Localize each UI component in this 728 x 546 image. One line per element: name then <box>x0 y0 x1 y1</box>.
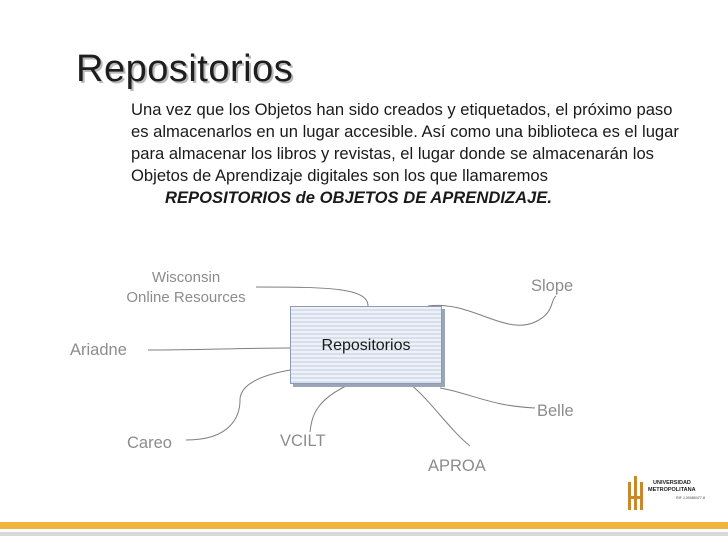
logo-text-line3: RIF J-00085477-8 <box>676 496 705 500</box>
body-paragraph: Una vez que los Objetos han sido creados… <box>131 100 679 185</box>
body-emphasis: REPOSITORIOS de OBJETOS DE APRENDIZAJE. <box>131 187 691 209</box>
connector-ariadne <box>147 347 291 351</box>
node-ariadne: Ariadne <box>70 341 127 359</box>
slide-body: Una vez que los Objetos han sido creados… <box>131 99 691 209</box>
logo-emblem-icon <box>628 476 643 510</box>
emphasis-suffix: . <box>547 188 552 207</box>
node-aproa: APROA <box>428 457 486 475</box>
node-vcilt: VCILT <box>280 432 326 450</box>
connector-vcilt <box>309 383 351 433</box>
repositorios-box: Repositorios <box>290 306 442 384</box>
node-belle: Belle <box>537 402 574 420</box>
slide-title: Repositorios <box>76 48 294 90</box>
node-wisconsin-line2: Online Resources <box>126 289 246 306</box>
emphasis-text: REPOSITORIOS de OBJETOS DE APRENDIZAJE <box>165 188 548 207</box>
footer-gray-bar <box>0 532 728 536</box>
university-logo: UNIVERSIDAD METROPOLITANA RIF J-00085477… <box>626 468 726 520</box>
logo-text-line1: UNIVERSIDAD <box>653 480 691 486</box>
connector-wisconsin <box>255 286 369 307</box>
connector-aproa <box>409 383 471 447</box>
connector-slope <box>427 295 557 326</box>
node-wisconsin-line1: Wisconsin <box>151 269 221 286</box>
node-careo: Careo <box>127 434 172 452</box>
node-wisconsin: Wisconsin Online Resources <box>109 268 263 308</box>
repositorios-label: Repositorios <box>321 337 411 354</box>
connector-careo <box>185 369 291 441</box>
logo-text-line2: METROPOLITANA <box>648 487 696 493</box>
node-slope: Slope <box>531 277 574 295</box>
connector-belle <box>439 387 536 409</box>
footer-accent-bar <box>0 522 728 529</box>
